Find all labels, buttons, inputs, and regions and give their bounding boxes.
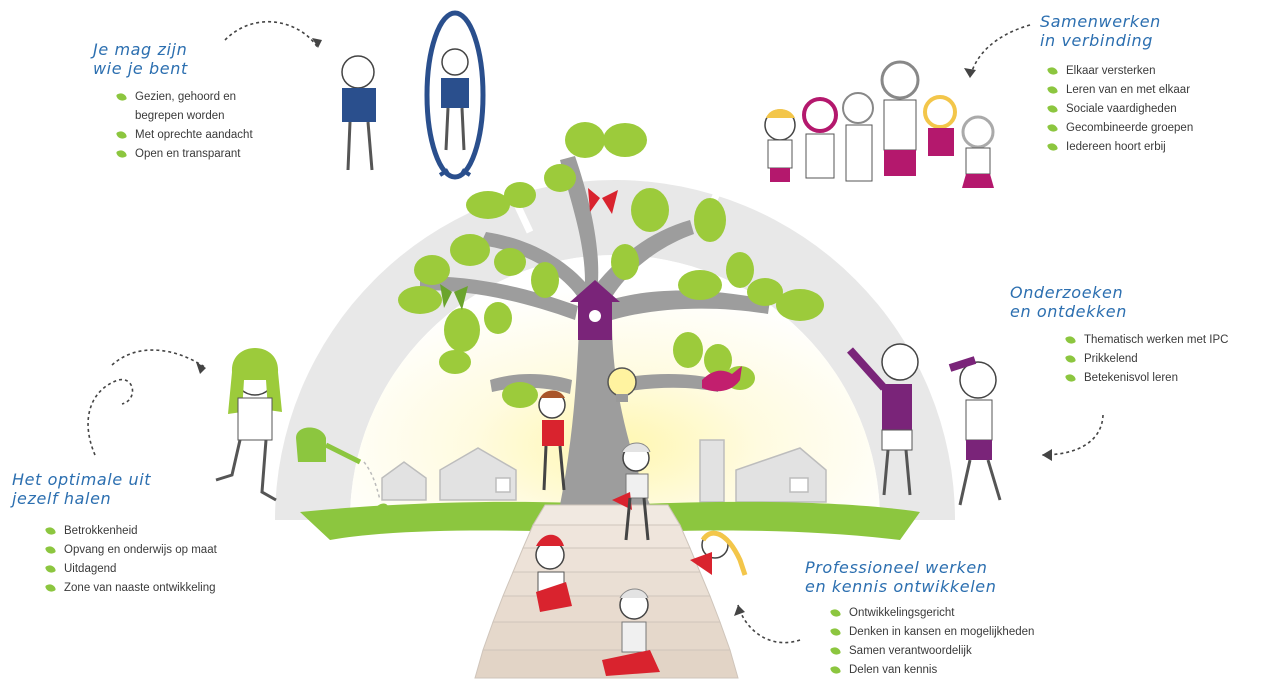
birdhouse-icon <box>570 280 620 340</box>
list-item: Betekenisvol leren <box>1062 369 1228 388</box>
bird-icon <box>702 366 742 392</box>
section-heading: Je mag zijn wie je bent <box>93 40 188 78</box>
bullet-list: Betrokkenheid Opvang en onderwijs op maa… <box>42 522 217 598</box>
section-heading: Samenwerken in verbinding <box>1040 12 1161 50</box>
lightbulb-icon <box>607 367 637 402</box>
list-item: Prikkelend <box>1062 350 1228 369</box>
child-figure-icon <box>690 530 748 576</box>
section-je-mag-zijn-wie-je-bent: Je mag zijn wie je bent Gezien, gehoord … <box>93 40 285 164</box>
stairs-icon <box>474 504 739 679</box>
child-figure-icon <box>535 534 572 612</box>
list-item: Met oprechte aandacht <box>113 126 285 145</box>
child-figure-icon <box>341 55 376 171</box>
section-samenwerken-in-verbinding: Samenwerken in verbinding Elkaar verster… <box>1040 12 1193 157</box>
arrowheads <box>196 38 1052 616</box>
list-item: Denken in kansen en mogelijkheden <box>827 623 1034 642</box>
child-figure-icon <box>602 588 660 676</box>
child-figure-icon <box>538 390 566 491</box>
section-het-optimale-uit-jezelf-halen: Het optimale uit jezelf halen Betrokkenh… <box>12 470 217 598</box>
list-item: Gecombineerde groepen <box>1044 119 1193 138</box>
list-item: Gezien, gehoord en begrepen worden <box>113 88 285 126</box>
list-item: Ontwikkelingsgericht <box>827 604 1034 623</box>
section-professioneel-werken: Professioneel werken en kennis ontwikkel… <box>805 558 1034 680</box>
watering-can-icon <box>296 427 389 516</box>
list-item: Opvang en onderwijs op maat <box>42 541 217 560</box>
list-item: Samen verantwoordelijk <box>827 642 1034 661</box>
list-item: Delen van kennis <box>827 661 1034 680</box>
child-figure-icon <box>948 356 1002 506</box>
list-item: Thematisch werken met IPC <box>1062 331 1228 350</box>
section-onderzoeken-en-ontdekken: Onderzoeken en ontdekken Thematisch werk… <box>1010 283 1228 388</box>
bullet-list: Gezien, gehoord en begrepen worden Met o… <box>113 88 285 164</box>
mirror-icon <box>424 10 486 180</box>
tree-icon <box>398 122 824 505</box>
bullet-list: Thematisch werken met IPC Prikkelend Bet… <box>1062 331 1228 388</box>
section-heading: Het optimale uit jezelf halen <box>12 470 152 508</box>
list-item: Betrokkenheid <box>42 522 217 541</box>
section-heading: Professioneel werken en kennis ontwikkel… <box>805 558 997 596</box>
child-figure-icon <box>612 442 651 541</box>
section-heading: Onderzoeken en ontdekken <box>1010 283 1127 321</box>
list-item: Open en transparant <box>113 145 285 164</box>
list-item: Leren van en met elkaar <box>1044 81 1193 100</box>
child-figure-icon <box>764 60 995 188</box>
list-item: Sociale vaardigheden <box>1044 100 1193 119</box>
bullet-list: Ontwikkelingsgericht Denken in kansen en… <box>827 604 1034 680</box>
butterfly-icon <box>440 284 468 310</box>
list-item: Iedereen hoort erbij <box>1044 138 1193 157</box>
house-icon <box>381 439 827 503</box>
child-figure-icon <box>215 348 282 502</box>
list-item: Zone van naaste ontwikkeling <box>42 579 217 598</box>
butterfly-icon <box>588 188 618 214</box>
list-item: Uitdagend <box>42 560 217 579</box>
list-item: Elkaar versterken <box>1044 62 1193 81</box>
child-figure-icon <box>847 343 919 496</box>
bullet-list: Elkaar versterken Leren van en met elkaa… <box>1044 62 1193 157</box>
